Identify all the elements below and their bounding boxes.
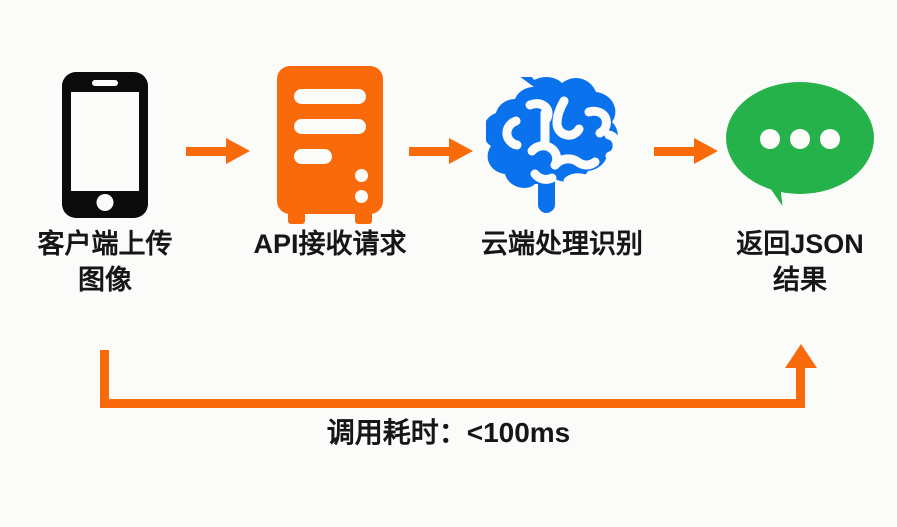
server-tower-icon: [277, 65, 383, 224]
server-foot: [355, 212, 372, 224]
step-icon-container-4: [705, 62, 895, 227]
phone-speaker-slot: [92, 79, 118, 86]
step-node-cloud-processing: 云端处理识别: [467, 62, 657, 263]
latency-caption: 调用耗时：<100ms: [326, 417, 571, 448]
return-path-left-segment: [100, 350, 109, 408]
return-path-bottom-segment: [100, 399, 805, 408]
brain-icon: [486, 76, 622, 213]
server-chassis: [277, 65, 383, 214]
step-label-cloud-processing: 云端处理识别: [481, 229, 643, 259]
arrow-brain-to-bubble: [654, 138, 718, 164]
arrow-shaft: [186, 147, 228, 156]
arrow-shaft: [654, 147, 696, 156]
phone-home-button: [96, 193, 114, 211]
server-indicator-led: [355, 168, 368, 182]
step-icon-container-2: [235, 62, 425, 227]
arrow-head: [226, 138, 250, 164]
server-slot-bar: [294, 88, 366, 104]
mobile-phone-icon: [62, 71, 148, 218]
ellipsis-dot: [760, 128, 780, 149]
arrow-phone-to-server: [186, 138, 250, 164]
step-icon-container-3: [467, 62, 657, 227]
step-label-client-upload: 客户端上传 图像: [37, 229, 173, 295]
phone-screen: [71, 91, 139, 191]
step-node-client-upload: 客户端上传 图像: [10, 62, 200, 298]
server-slot-bar-short: [294, 148, 332, 164]
ellipsis-dot: [790, 128, 810, 149]
step-label-return-json: 返回JSON 结果: [736, 229, 864, 295]
server-foot: [288, 212, 305, 224]
ellipsis-dot: [820, 128, 840, 149]
step-label-api-receive: API接收请求: [253, 229, 407, 259]
return-path-arrow-head: [785, 344, 817, 368]
step-icon-container-1: [10, 62, 200, 227]
step-node-api-receive: API接收请求: [235, 62, 425, 263]
arrow-head: [449, 138, 473, 164]
speech-bubble-icon: [726, 81, 874, 210]
arrow-head: [694, 138, 718, 164]
server-indicator-led: [355, 189, 368, 203]
server-slot-bar: [294, 118, 366, 134]
speech-bubble-body: [726, 81, 874, 194]
step-node-return-json: 返回JSON 结果: [705, 62, 895, 298]
arrow-server-to-brain: [409, 138, 473, 164]
arrow-shaft: [409, 147, 451, 156]
return-path-right-segment: [796, 362, 805, 408]
